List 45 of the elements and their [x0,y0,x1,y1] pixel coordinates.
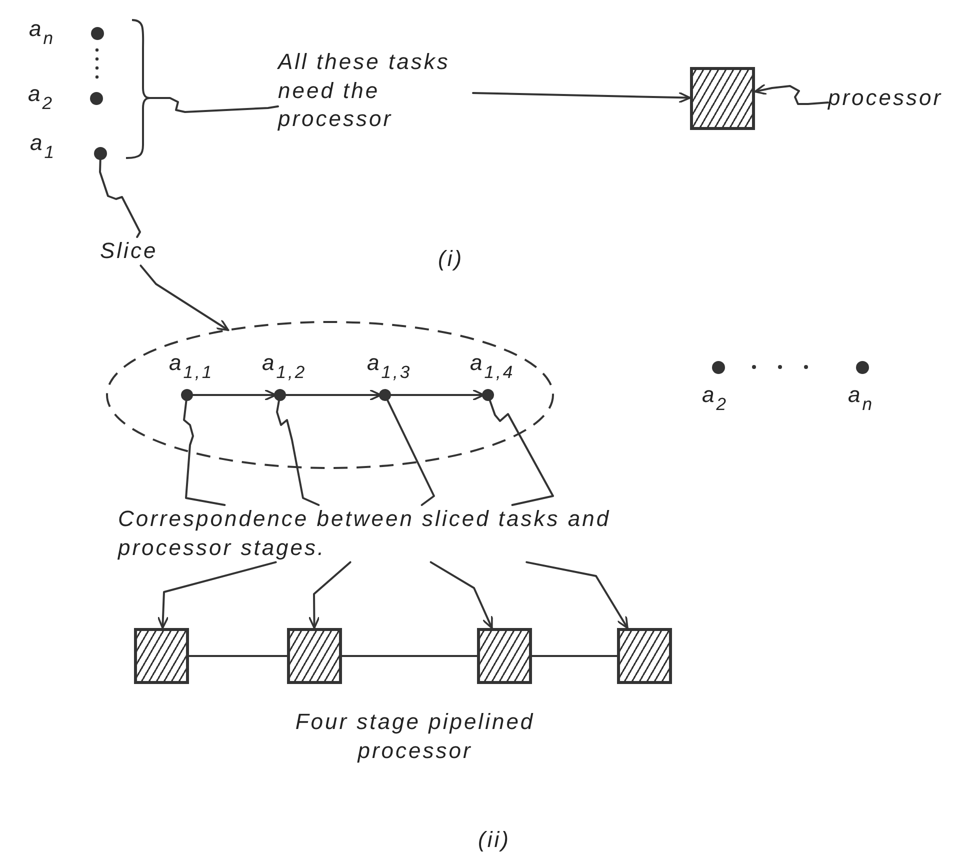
figure-label: (i) [438,245,464,273]
task-label: a$_{2}$ [702,381,728,416]
connector-line [188,655,288,657]
annotation-text: Slice [100,237,158,266]
caption-text: Four stage pipelined processor [294,708,536,765]
hatched-processor-box [477,628,532,684]
connector-line [531,655,618,657]
task-dot [181,389,193,401]
arrow [157,561,277,629]
leader-line [99,157,141,238]
leader-line [276,398,320,506]
arrow [430,561,493,629]
annotation-text: processor [828,84,943,113]
arrow [754,84,829,105]
leader-line [146,97,279,113]
task-label: a$_{n}$ [848,381,874,416]
hatched-processor-box [134,628,189,684]
task-dot [94,147,107,160]
hatched-processor-box [287,628,342,684]
leader-line [183,398,226,506]
connector-line [386,398,435,506]
connector-line [341,655,478,657]
task-dot [90,92,103,105]
arrow [472,92,691,104]
annotation-text: All these tasks need the processor [278,48,473,134]
task-label: a$_{1,1}$ [169,349,214,384]
task-label: a$_{1,3}$ [367,349,412,384]
hatched-processor-box [690,67,755,130]
task-dot [712,361,725,374]
arrow [526,561,628,629]
task-label: a$_{1}$ [30,129,56,164]
task-label: a$_{1,2}$ [262,349,307,384]
annotation-text: Correspondence between sliced tasks and processor stages. [118,505,648,562]
task-dot [856,361,869,374]
task-label: a$_{n}$ [29,15,56,50]
figure-label: (ii) [478,826,510,854]
task-dot [91,27,104,40]
arrow [308,561,352,629]
hatched-processor-box [617,628,672,684]
leader-line [488,398,554,506]
dashed-ellipse [105,320,555,470]
task-label: a$_{2}$ [28,80,54,115]
task-label: a$_{1,4}$ [470,349,515,384]
task-dot [482,389,494,401]
arrow [140,264,230,332]
